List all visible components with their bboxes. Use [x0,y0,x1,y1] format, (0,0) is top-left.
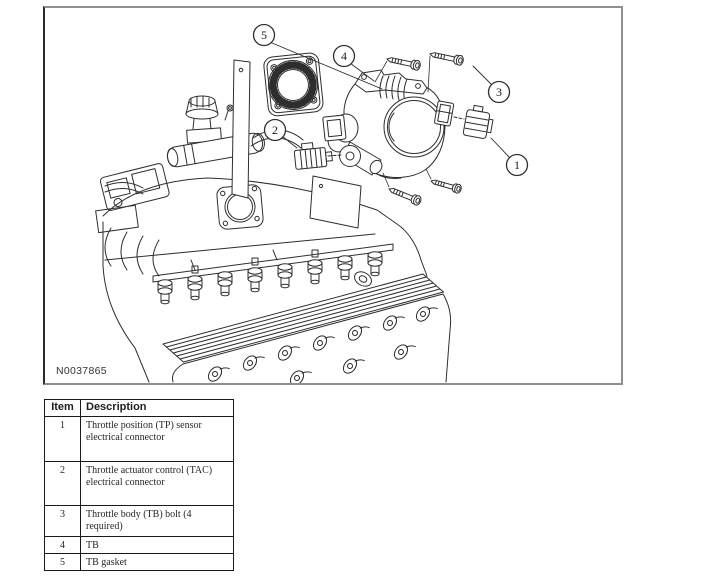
callout-3: 3 [489,82,510,103]
table-row: 3 Throttle body (TB) bolt (4 required) [44,505,234,537]
item-number: 3 [44,505,81,537]
item-number: 1 [44,416,81,462]
item-description: Throttle position (TP) sensor electrical… [80,416,234,462]
item-description: Throttle body (TB) bolt (4 required) [80,505,234,537]
injector-row [158,250,382,304]
svg-text:2: 2 [272,123,278,137]
callout-2: 2 [265,120,286,141]
tp-sensor-socket [434,101,454,126]
callout-leaders [272,43,510,158]
backing-plate [232,60,250,198]
callout-5: 5 [254,25,275,46]
tb-mounting-pad [216,184,263,230]
engine-line-art [96,96,451,383]
figure-reference-number: N0037865 [56,365,107,377]
table-row: 1 Throttle position (TP) sensor electric… [44,416,234,462]
item-number: 4 [44,536,81,554]
callout-1: 1 [507,155,528,176]
exploded-view-figure: 5 4 3 2 1 N0037865 [43,6,623,385]
item-column-header: Item [44,399,81,417]
item-number: 2 [44,461,81,506]
svg-text:5: 5 [261,28,267,42]
item-description: TB gasket [80,553,234,571]
item-description: TB [80,536,234,554]
throttle-body-drawing [323,70,454,179]
table-row: 4 TB [44,536,234,554]
tp-sensor-connector-drawing [454,104,495,139]
tac-connector-drawing [294,141,341,170]
table-row: 5 TB gasket [44,553,234,571]
item-number: 5 [44,553,81,571]
callout-4: 4 [334,46,355,67]
svg-text:4: 4 [341,49,347,63]
item-description: Throttle actuator control (TAC) electric… [80,461,234,506]
valve-cover-ribs [163,274,443,362]
table-row: 2 Throttle actuator control (TAC) electr… [44,461,234,506]
description-column-header: Description [80,399,234,417]
callouts: 5 4 3 2 1 [254,25,528,176]
svg-text:1: 1 [514,158,520,172]
table-header-row: Item Description [44,399,234,417]
svg-text:3: 3 [496,85,502,99]
throttle-body-diagram: 5 4 3 2 1 [45,8,621,383]
tb-gasket-drawing [263,52,324,116]
tb-bolts [375,48,465,207]
parts-legend-table: Item Description 1 Throttle position (TP… [44,399,234,571]
